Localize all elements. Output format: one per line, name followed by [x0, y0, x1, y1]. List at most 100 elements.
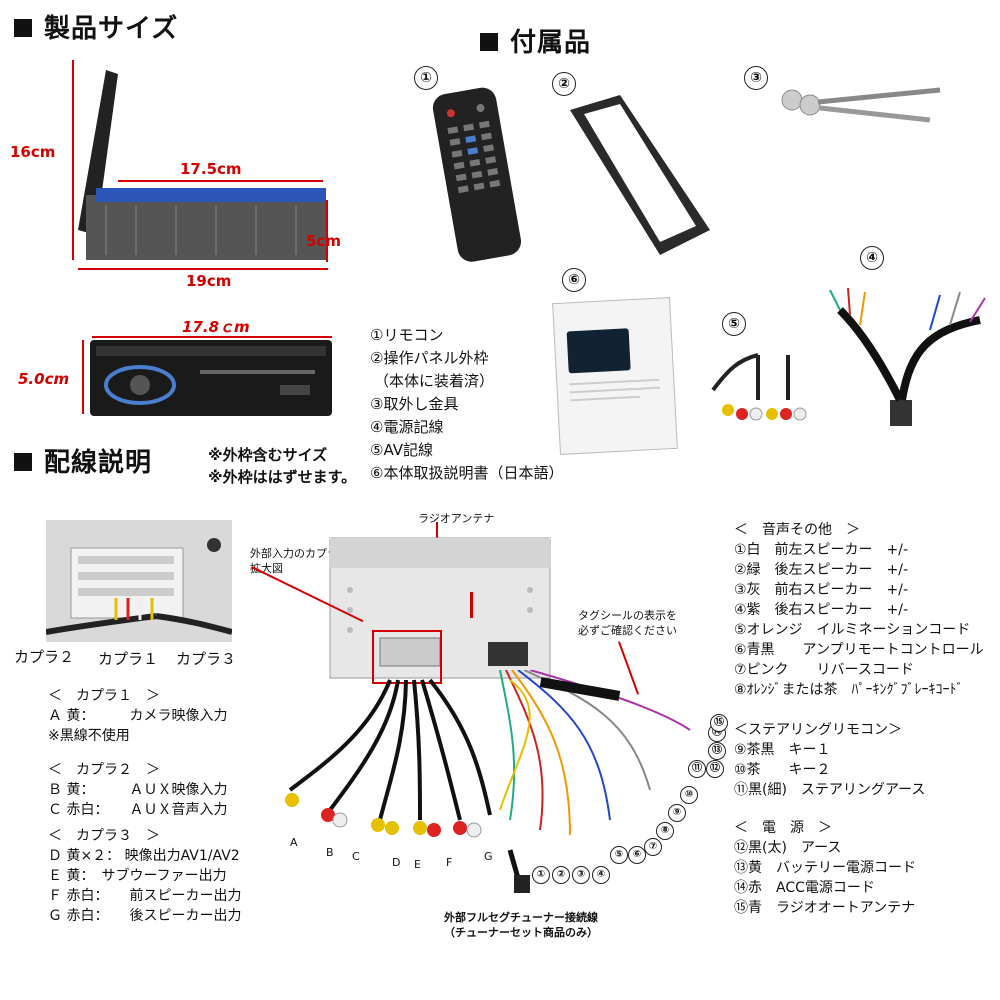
audio-line: ①白 前左スピーカー +/-: [734, 542, 909, 558]
square-bullet-icon: [14, 452, 32, 471]
dim-front-height: 5.0cm: [18, 370, 70, 388]
unit-board: [96, 188, 326, 202]
coupler2-title: ＜ カプラ２ ＞: [48, 762, 160, 778]
tag-note-line: タグシールの表示を: [578, 609, 677, 622]
coupler3-line: Ｅ 黄： サブウーファー出力: [48, 868, 227, 884]
square-bullet-icon: [14, 18, 32, 37]
tag-note-line: 必ずご確認ください: [578, 624, 677, 637]
power-line: ⑮青 ラジオオートアンテナ: [734, 900, 916, 916]
accessory-number-3: ③: [744, 66, 768, 90]
coupler3-line: Ｆ 赤白： 前スピーカー出力: [48, 888, 242, 904]
dim-top-height: 16cm: [10, 143, 56, 161]
rca-letter-c: C: [352, 850, 360, 863]
coupler3-line: Ｇ 赤白： 後スピーカー出力: [48, 908, 242, 924]
coupler3-legend: ＜ カプラ３ ＞ Ｄ 黄×２： 映像出力AV1/AV2 Ｅ 黄： サブウーファー…: [48, 826, 241, 926]
manual-screen-image: [566, 328, 631, 374]
rca-letter-a: A: [290, 836, 298, 849]
dim-top-depth: 5cm: [306, 232, 341, 250]
unit-chassis: [86, 195, 326, 260]
wire-number-1: ①: [532, 866, 550, 884]
rca-letter-b: B: [326, 846, 334, 859]
coupler2-legend: ＜ カプラ２ ＞ Ｂ 黄： ＡＵＸ映像入力 Ｃ 赤白： ＡＵＸ音声入力: [48, 760, 227, 820]
wire-number-2: ②: [552, 866, 570, 884]
coupler-label-2: カプラ２: [14, 648, 75, 666]
rca-letter-f: F: [446, 856, 453, 869]
power-line: ⑭赤 ACC電源コード: [734, 880, 875, 896]
accessory-list: ①リモコン ②操作パネル外枠 （本体に装着済） ③取外し金具 ④電源記線 ⑤AV…: [370, 326, 563, 483]
coupler1-title: ＜ カプラ１ ＞: [48, 688, 160, 704]
steering-legend: ＜ステアリングリモコン＞ ⑨茶黒 キー１ ⑩茶 キー２ ⑪黒(細) ステアリング…: [734, 720, 925, 800]
wire-number-8: ⑧: [656, 822, 674, 840]
steering-line: ⑨茶黒 キー１: [734, 742, 831, 758]
av-cable-photo: [711, 353, 807, 421]
accessory-list-item: ⑤AV記線: [370, 441, 434, 459]
coupler2-line: Ｃ 赤白： ＡＵＸ音声入力: [48, 802, 228, 818]
wire-number-5: ⑤: [610, 846, 628, 864]
accessory-list-item: ⑥本体取扱説明書（日本語）: [370, 464, 564, 482]
coupler3-title: ＜ カプラ３ ＞: [48, 828, 160, 844]
front-knob: [130, 375, 150, 395]
wire-number-3: ③: [572, 866, 590, 884]
accessory-number-1: ①: [414, 66, 438, 90]
power-cable-photo: [829, 287, 986, 426]
rca-letter-g: G: [484, 850, 493, 863]
accessory-number-4: ④: [860, 246, 884, 270]
unit-screen-panel: [78, 70, 118, 235]
wiring-harness-photo: [285, 670, 691, 893]
panel-frame-photo: [570, 95, 710, 255]
dim-front-width: 17.8ｃm: [182, 318, 250, 336]
audio-line: ②緑 後左スピーカー +/-: [734, 562, 909, 578]
power-line: ⑬黄 バッテリー電源コード: [734, 860, 916, 876]
power-legend: ＜ 電 源 ＞ ⑫黒(太) アース ⑬黄 バッテリー電源コード ⑭赤 ACC電源…: [734, 818, 916, 918]
coupler1-line: Ａ 黄： カメラ映像入力: [48, 708, 228, 724]
steering-title: ＜ステアリングリモコン＞: [734, 722, 902, 738]
wire-number-15: ⑮: [710, 714, 728, 732]
accessory-number-2: ②: [552, 72, 576, 96]
coupler3-line: Ｄ 黄×２： 映像出力AV1/AV2: [48, 848, 240, 864]
square-bullet-icon: [480, 32, 498, 51]
coupler-label-1: カプラ１: [98, 650, 159, 668]
dim-top-total: 19cm: [186, 272, 232, 290]
wire-number-9: ⑨: [668, 804, 686, 822]
coupler1-line: ※黒線不使用: [48, 728, 130, 744]
wire-number-7: ⑦: [644, 838, 662, 856]
front-knob-ring: [104, 365, 176, 405]
dim-line-width: [118, 180, 323, 182]
power-title: ＜ 電 源 ＞: [734, 820, 832, 836]
wire-number-4: ④: [592, 866, 610, 884]
accessory-number-6: ⑥: [562, 268, 586, 292]
dim-line-front-width: [92, 336, 332, 338]
dim-line-height: [72, 60, 74, 260]
unit-side-photo: [78, 70, 326, 260]
wire-number-13: ⑬: [708, 742, 726, 760]
power-line: ⑫黒(太) アース: [734, 840, 842, 856]
tuner-label: 外部フルセグチューナー接続線 （チューナーセット商品のみ）: [444, 910, 598, 940]
rca-letter-d: D: [392, 856, 401, 869]
coupler-closeup-photo: [46, 520, 232, 642]
dim-line-front-height: [82, 340, 84, 414]
audio-line: ⑥青黒 アンプリモートコントロール: [734, 642, 984, 658]
dim-line-total: [78, 268, 328, 270]
wire-number-12: ⑫: [706, 760, 724, 778]
accessory-number-5: ⑤: [722, 312, 746, 336]
manual-photo: [552, 297, 678, 455]
audio-line: ⑤オレンジ イルミネーションコード: [734, 622, 971, 638]
accessory-list-item: ②操作パネル外枠: [370, 349, 489, 367]
coupler-label-3: カプラ３: [176, 650, 237, 668]
dim-top-width: 17.5cm: [180, 160, 242, 178]
audio-line: ④紫 後右スピーカー +/-: [734, 602, 909, 618]
wire-number-11: ⑪: [688, 760, 706, 778]
tuner-label-line: （チューナーセット商品のみ）: [444, 926, 598, 939]
wire-number-10: ⑩: [680, 786, 698, 804]
wiring-section-title: 配線説明: [14, 442, 152, 479]
dim-line-depth: [326, 200, 328, 262]
removal-tool-photo: [781, 87, 941, 123]
audio-legend: ＜ 音声その他 ＞ ①白 前左スピーカー +/- ②緑 後左スピーカー +/- …: [734, 520, 984, 700]
steering-line: ⑩茶 キー２: [734, 762, 831, 778]
accessory-list-item: ④電源記線: [370, 418, 444, 436]
accessory-list-item: ③取外し金具: [370, 395, 459, 413]
accessory-list-item: ①リモコン: [370, 326, 444, 344]
note-line-1: ※外枠含むサイズ: [208, 446, 328, 464]
size-section-title: 製品サイズ: [14, 8, 178, 45]
steering-line: ⑪黒(細) ステアリングアース: [734, 782, 926, 798]
